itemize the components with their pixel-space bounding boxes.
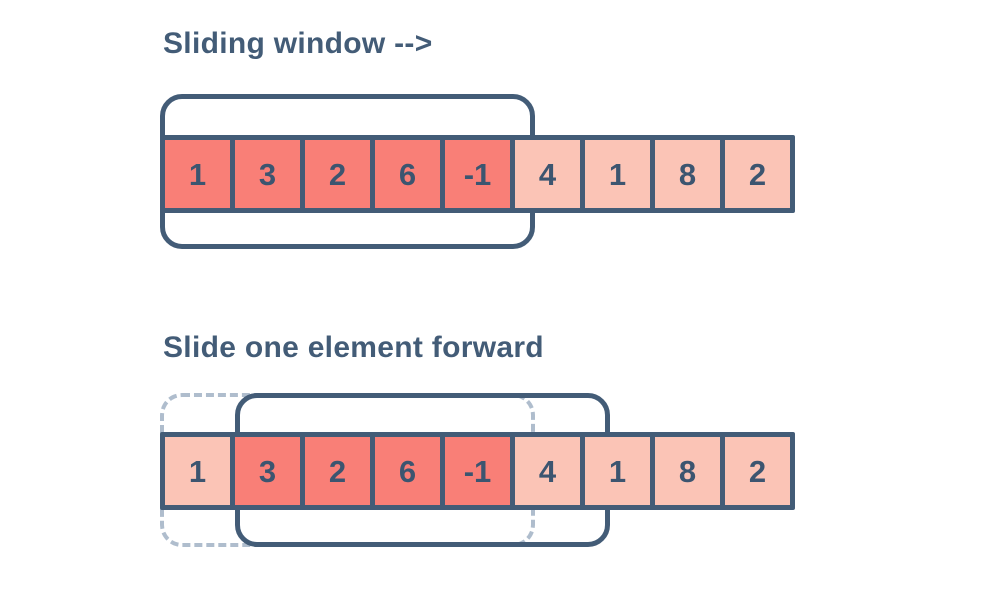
array-cell[interactable]: 8 bbox=[655, 140, 720, 208]
array-cell[interactable]: 2 bbox=[725, 437, 790, 505]
array-cell[interactable]: 4 bbox=[515, 140, 580, 208]
array-cell[interactable]: 2 bbox=[725, 140, 790, 208]
array-cell[interactable]: 8 bbox=[655, 437, 720, 505]
row-2-caption: Slide one element forward bbox=[163, 331, 544, 364]
array-cell[interactable]: 4 bbox=[515, 437, 580, 505]
array-cell[interactable]: 1 bbox=[585, 437, 650, 505]
array-cell[interactable]: 1 bbox=[165, 140, 230, 208]
array-cell[interactable]: -1 bbox=[445, 140, 510, 208]
array-cell[interactable]: 6 bbox=[375, 140, 440, 208]
array-row-1: 1 3 2 6 -1 4 1 8 2 bbox=[160, 135, 795, 213]
array-cell[interactable]: 6 bbox=[375, 437, 440, 505]
array-cell[interactable]: 3 bbox=[235, 437, 300, 505]
row-1-caption: Sliding window --> bbox=[163, 27, 433, 60]
array-cell[interactable]: 2 bbox=[305, 437, 370, 505]
array-cell[interactable]: 3 bbox=[235, 140, 300, 208]
array-row-2: 1 3 2 6 -1 4 1 8 2 bbox=[160, 432, 795, 510]
array-cell[interactable]: -1 bbox=[445, 437, 510, 505]
array-cell[interactable]: 2 bbox=[305, 140, 370, 208]
array-cell[interactable]: 1 bbox=[165, 437, 230, 505]
array-cell[interactable]: 1 bbox=[585, 140, 650, 208]
